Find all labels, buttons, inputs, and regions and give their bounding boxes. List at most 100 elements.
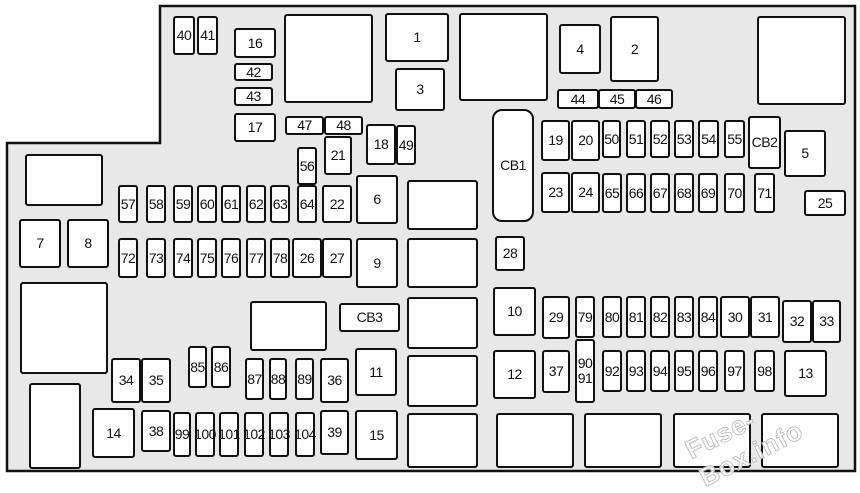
fuse-71: 71 (754, 173, 775, 213)
fuse-92: 92 (602, 350, 622, 392)
fuse-65: 65 (602, 173, 622, 213)
fuse-83: 83 (674, 296, 694, 338)
fuse-69: 69 (698, 173, 718, 213)
fuse-6: 6 (356, 175, 398, 224)
fuse-24: 24 (571, 172, 600, 213)
fuse-12: 12 (493, 350, 536, 399)
unlabeled-relay-slot-10 (407, 355, 478, 407)
fuse-54: 54 (698, 120, 719, 158)
fuse-58: 58 (146, 185, 166, 223)
fuse-7: 7 (19, 219, 61, 268)
fuse-64: 64 (297, 185, 317, 223)
fuse-18: 18 (366, 124, 396, 165)
fuse-1: 1 (385, 13, 449, 62)
fuse-102: 102 (243, 412, 265, 457)
unlabeled-relay-slot-3 (757, 16, 846, 105)
unlabeled-relay-slot-9 (407, 297, 478, 349)
fuse-33: 33 (812, 300, 841, 343)
fuse-72: 72 (118, 238, 138, 278)
fuse-51: 51 (626, 120, 646, 158)
fuse-30: 30 (720, 296, 750, 338)
unlabeled-relay-slot-7 (20, 282, 108, 374)
fuse-77: 77 (246, 238, 266, 278)
fuse-90-91: 90 91 (575, 339, 595, 403)
fuse-11: 11 (355, 348, 397, 396)
fuse-4: 4 (559, 24, 601, 74)
unlabeled-relay-slot-2 (459, 13, 548, 101)
unlabeled-relay-slot-12 (407, 413, 478, 468)
fuse-50: 50 (602, 120, 621, 158)
fuse-25: 25 (804, 190, 846, 216)
fuse-10: 10 (493, 287, 536, 336)
fuse-23: 23 (541, 172, 570, 213)
fuse-84: 84 (698, 296, 718, 338)
fuse-20: 20 (571, 120, 600, 161)
fuse-15: 15 (355, 410, 398, 460)
fuse-45: 45 (598, 89, 636, 109)
fuse-73: 73 (146, 238, 166, 278)
fuse-43: 43 (234, 87, 273, 106)
fuse-93: 93 (626, 350, 646, 392)
fuse-35: 35 (141, 358, 171, 403)
fuse-56: 56 (297, 147, 317, 185)
fuse-86: 86 (211, 346, 231, 388)
fuse-21: 21 (324, 136, 352, 175)
fuse-94: 94 (650, 350, 670, 392)
unlabeled-relay-slot-1 (284, 14, 373, 103)
fuse-104: 104 (294, 412, 316, 457)
unlabeled-relay-slot-4 (25, 154, 103, 206)
fuse-17: 17 (234, 113, 276, 142)
fuse-97: 97 (724, 350, 745, 392)
fuse-19: 19 (541, 120, 570, 161)
fuse-100: 100 (194, 412, 216, 457)
fuse-103: 103 (268, 412, 290, 457)
fuse-61: 61 (221, 185, 241, 223)
fuse-22: 22 (322, 185, 352, 223)
fuse-32: 32 (782, 300, 812, 343)
fuse-101: 101 (218, 412, 240, 457)
fuse-34: 34 (111, 358, 141, 403)
fuse-2: 2 (610, 16, 659, 82)
unlabeled-relay-slot-6 (407, 238, 478, 288)
fuse-79: 79 (575, 296, 595, 338)
fuse-87: 87 (245, 358, 264, 400)
fuse-89: 89 (295, 358, 314, 400)
fuse-47: 47 (285, 116, 324, 135)
fuse-3: 3 (395, 68, 445, 111)
fuse-46: 46 (635, 89, 673, 109)
unlabeled-relay-slot-15 (673, 413, 751, 468)
fuse-48: 48 (324, 116, 363, 135)
fuse-40: 40 (173, 16, 195, 55)
fuse-85: 85 (188, 346, 207, 388)
unlabeled-relay-slot-14 (584, 413, 662, 468)
fuse-27: 27 (322, 238, 352, 278)
fuse-74: 74 (173, 238, 193, 278)
fuse-66: 66 (626, 173, 646, 213)
fuse-95: 95 (674, 350, 694, 392)
unlabeled-relay-slot-16 (761, 413, 839, 468)
fuse-49: 49 (396, 125, 416, 165)
fuse-39: 39 (320, 410, 349, 455)
circuit-breaker-cb2: CB2 (748, 116, 781, 169)
fuse-52: 52 (650, 120, 670, 158)
fuse-55: 55 (724, 120, 745, 158)
fuse-98: 98 (754, 350, 775, 392)
fuse-41: 41 (197, 16, 218, 55)
fuse-36: 36 (320, 358, 349, 403)
fuse-31: 31 (750, 296, 780, 338)
fuse-76: 76 (221, 238, 241, 278)
circuit-breaker-cb1: CB1 (492, 109, 534, 222)
fuse-78: 78 (270, 238, 290, 278)
fuse-68: 68 (674, 173, 694, 213)
unlabeled-relay-slot-13 (496, 413, 574, 468)
unlabeled-relay-slot-8 (250, 301, 327, 351)
fuse-16: 16 (234, 28, 276, 58)
fuse-14: 14 (92, 408, 135, 458)
circuit-breaker-cb3: CB3 (339, 303, 400, 332)
fuse-96: 96 (698, 350, 718, 392)
fuse-63: 63 (270, 185, 290, 223)
fuse-5: 5 (784, 130, 826, 177)
fuse-53: 53 (674, 120, 694, 158)
fuse-82: 82 (650, 296, 670, 338)
fuse-38: 38 (141, 410, 171, 452)
